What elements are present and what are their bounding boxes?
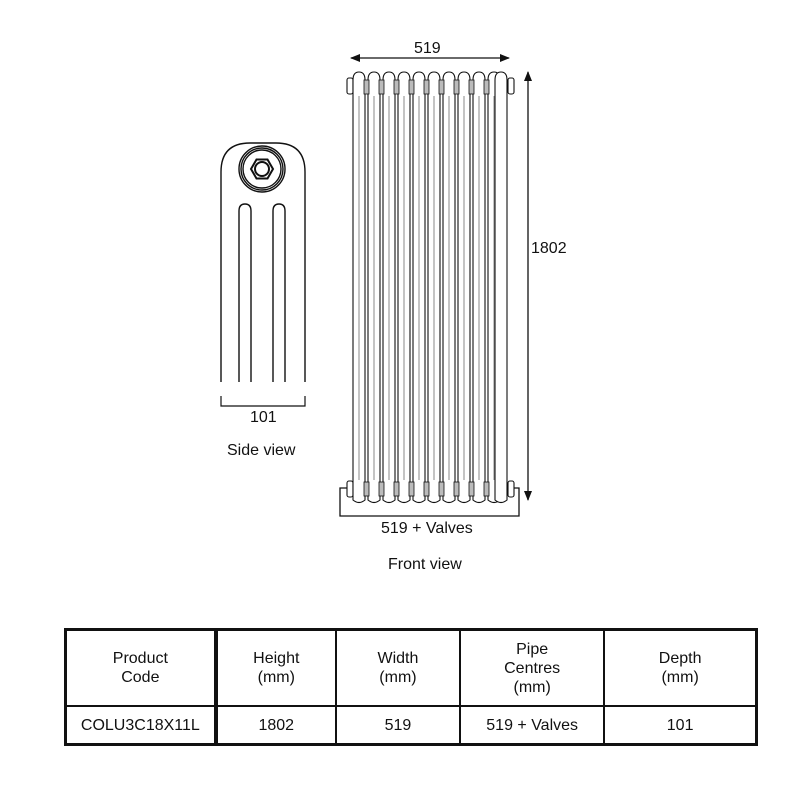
- pipe-centres-label: 519 + Valves: [381, 520, 473, 537]
- depth-label: 101: [250, 409, 277, 426]
- spec-table-header-row: Product Code Height (mm) Width (mm) Pipe…: [64, 628, 758, 707]
- height-label: 1802: [531, 240, 567, 257]
- radiator-drawing: [220, 54, 532, 517]
- header-line: Height: [253, 650, 300, 667]
- cell-depth: 101: [603, 705, 758, 746]
- header-line: Centres: [504, 659, 561, 677]
- cell-pipe-centres: 519 + Valves: [459, 705, 606, 746]
- header-width: Width (mm): [334, 628, 462, 707]
- header-line: Code: [121, 669, 160, 686]
- header-product-code: Product Code: [64, 628, 218, 707]
- header-line: (mm): [513, 678, 551, 696]
- table-row: COLU3C18X11L 1802 519 519 + Valves 101: [64, 705, 758, 746]
- header-line: Product: [112, 650, 168, 667]
- side-view-drawing: [220, 142, 306, 407]
- header-line: Depth: [658, 650, 702, 667]
- front-view-caption: Front view: [388, 556, 462, 573]
- header-height: Height (mm): [214, 628, 337, 707]
- front-view-drawing: [346, 71, 515, 504]
- cell-width: 519: [334, 705, 462, 746]
- pipe-centres-bracket: [339, 487, 520, 517]
- cell-product-code: COLU3C18X11L: [64, 705, 218, 746]
- side-view-caption: Side view: [227, 442, 296, 459]
- header-depth: Depth (mm): [603, 628, 758, 707]
- width-label: 519: [414, 40, 441, 57]
- header-line: Width: [377, 650, 419, 667]
- header-line: (mm): [379, 669, 417, 686]
- header-pipe-centres: Pipe Centres (mm): [459, 628, 606, 707]
- header-line: (mm): [661, 669, 699, 686]
- header-line: Pipe: [516, 640, 549, 658]
- radiator-columns: [352, 71, 508, 504]
- header-line: (mm): [257, 669, 295, 686]
- cell-height: 1802: [214, 705, 337, 746]
- spec-table: Product Code Height (mm) Width (mm) Pipe…: [64, 628, 758, 746]
- valve-hex-icon: [238, 145, 286, 193]
